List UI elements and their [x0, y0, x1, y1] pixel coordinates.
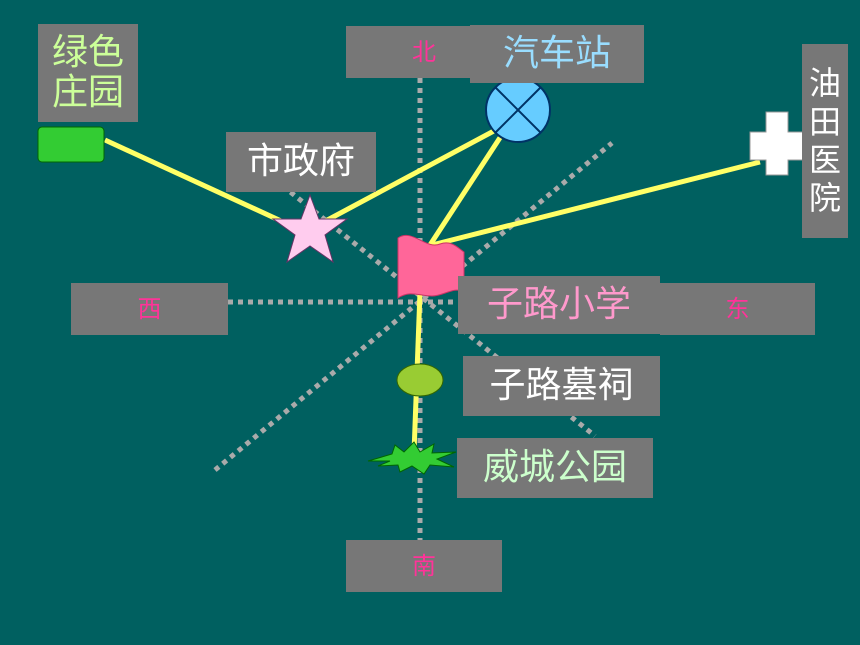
cross-icon — [749, 111, 805, 176]
bus-station-label: 汽车站 — [470, 25, 644, 83]
zilu-shrine-label: 子路墓祠 — [463, 356, 660, 416]
flag-icon — [397, 235, 465, 299]
route-school-busstation — [427, 128, 508, 247]
crossed-circle-icon — [485, 77, 551, 143]
green-ellipse-icon — [396, 363, 444, 397]
route-manor-cityhall — [103, 137, 307, 235]
oilfield-hospital-label: 油田医院 — [802, 44, 848, 238]
weicheng-park-label: 威城公园 — [457, 438, 653, 498]
east-label: 东 — [660, 283, 815, 335]
oilfield-hospital-char-3: 院 — [808, 179, 841, 218]
south-label: 南 — [346, 540, 502, 592]
oilfield-hospital-char-0: 油 — [808, 64, 841, 103]
oilfield-hospital-char-1: 田 — [808, 102, 841, 141]
route-cityhall-busstation — [303, 122, 507, 235]
star-icon — [271, 193, 349, 264]
green-manor-label-line2: 庄园 — [51, 72, 124, 113]
oilfield-hospital-char-2: 医 — [808, 141, 841, 179]
green-manor-label: 绿色 庄园 — [38, 24, 138, 122]
route-school-hospital — [431, 159, 761, 248]
zilu-school-label: 子路小学 — [458, 276, 660, 334]
west-label: 西 — [71, 283, 228, 335]
green-rectangle-icon — [37, 126, 105, 163]
green-starburst-icon — [367, 441, 457, 475]
green-manor-label-line1: 绿色 — [51, 32, 124, 74]
city-hall-label: 市政府 — [226, 132, 376, 192]
